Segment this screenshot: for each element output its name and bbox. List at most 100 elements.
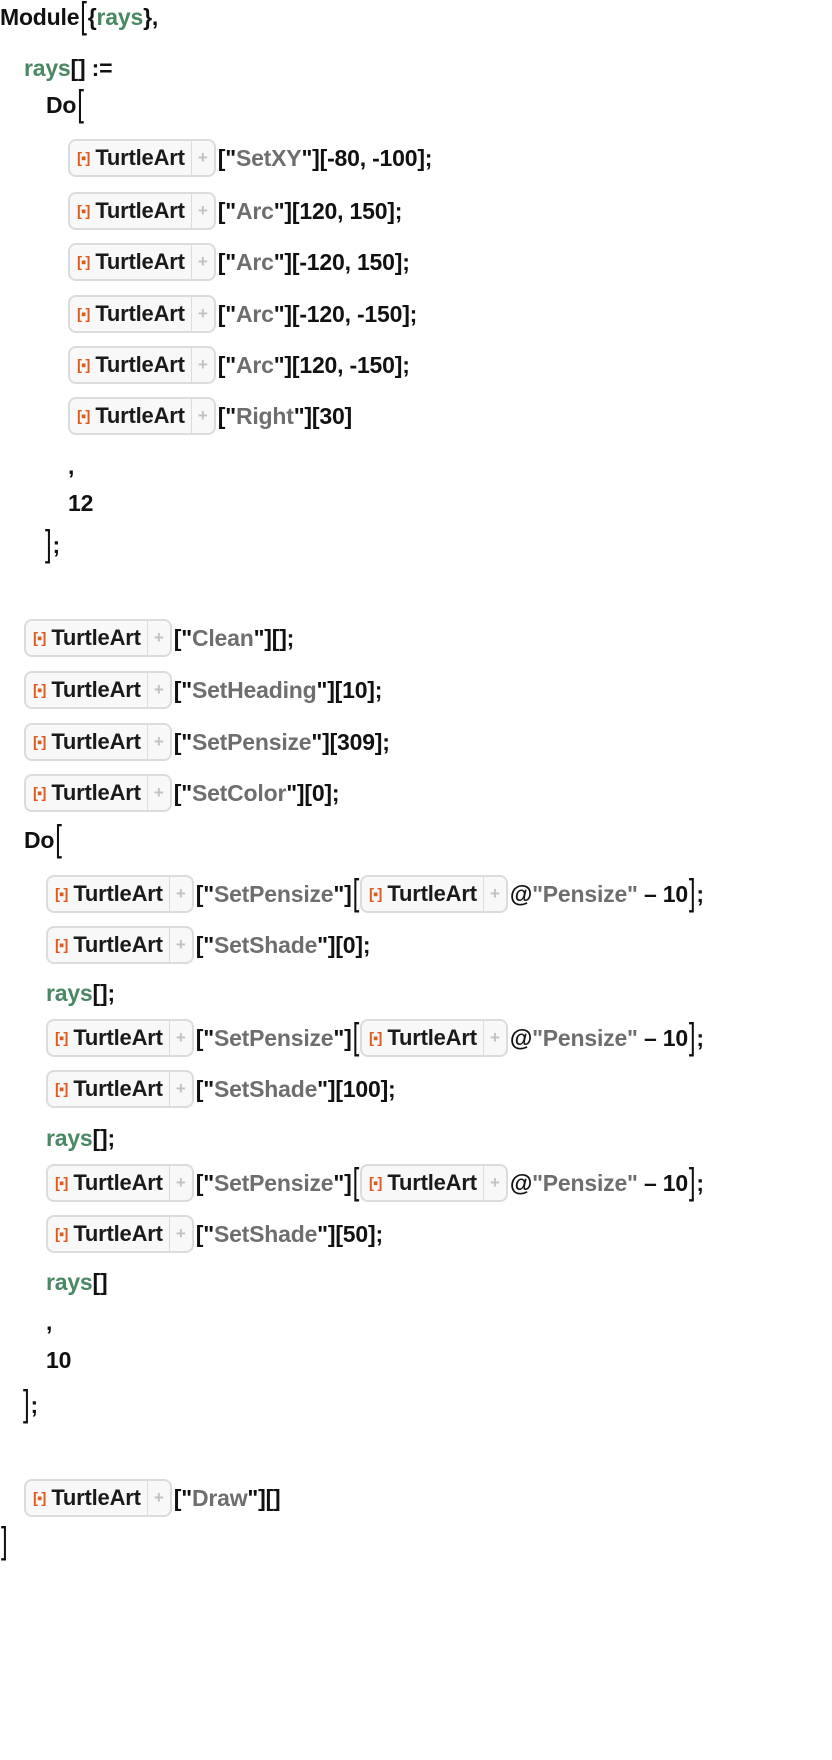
command-string: SetShade [213, 1220, 318, 1247]
turtleart-resource-button[interactable]: [▪]TurtleArt+ [68, 295, 216, 333]
turtleart-resource-button[interactable]: [▪]TurtleArt+ [360, 875, 508, 913]
command-string: Arc [235, 351, 274, 378]
turtleart-resource-button[interactable]: [▪]TurtleArt+ [46, 926, 194, 964]
resource-name: TurtleArt [73, 1076, 163, 1101]
resource-name: TurtleArt [51, 677, 141, 702]
turtleart-resource-button[interactable]: [▪] TurtleArt + [46, 1019, 194, 1057]
turtleart-resource-button[interactable]: [▪]TurtleArt+ [24, 723, 172, 761]
turtleart-resource-button[interactable]: [▪]TurtleArt+ [46, 1070, 194, 1108]
plus-icon[interactable]: + [197, 252, 208, 271]
turtleart-resource-button[interactable]: [▪] TurtleArt + [46, 1164, 194, 1202]
command-args: [30] [311, 402, 352, 429]
turtleart-resource-button[interactable]: [▪] TurtleArt + [46, 1215, 194, 1253]
plus-icon[interactable]: + [175, 884, 186, 903]
plus-icon[interactable]: + [489, 1028, 500, 1047]
rays-call: rays[]; [46, 1118, 115, 1158]
command-string: SetPensize [191, 728, 312, 755]
close-bracket: ] [1, 1520, 8, 1563]
resource-name: TurtleArt [73, 1170, 163, 1195]
comma: , [68, 452, 75, 479]
command-string: SetHeading [191, 676, 317, 703]
resource-object-icon: [▪] [77, 253, 90, 271]
set-shade-row: [▪]TurtleArt+["SetShade"][0]; [46, 925, 371, 965]
command-string: Draw [191, 1484, 248, 1511]
loop-comma: , [46, 1302, 52, 1342]
property-string: Pensize [542, 1169, 628, 1196]
plus-icon[interactable]: + [197, 304, 208, 323]
plus-icon[interactable]: + [489, 1173, 500, 1192]
plus-icon[interactable]: + [197, 406, 208, 425]
command-string: Arc [235, 300, 274, 327]
open-bracket: [ [77, 83, 84, 126]
loop-count: 10 [46, 1340, 71, 1380]
setup-command-row: [▪]TurtleArt+["SetPensize"][309]; [24, 722, 390, 762]
plus-icon[interactable]: + [197, 201, 208, 220]
comma: , [46, 1308, 53, 1335]
plus-icon[interactable]: + [175, 1079, 186, 1098]
resource-name: TurtleArt [387, 881, 477, 906]
minus-ten: – 10 [637, 880, 688, 907]
turtleart-resource-button[interactable]: [▪]TurtleArt+ [24, 619, 172, 657]
open-bracket: [ [55, 818, 62, 861]
setup-command-row: [▪]TurtleArt+["Clean"][]; [24, 618, 294, 658]
plus-icon[interactable]: + [153, 783, 164, 802]
command-args: [] [265, 1484, 281, 1511]
plus-icon[interactable]: + [153, 680, 164, 699]
resource-name: TurtleArt [73, 1221, 163, 1246]
local-var: rays [96, 3, 144, 30]
locals-open: { [87, 3, 97, 30]
resource-object-icon: [▪] [55, 1029, 68, 1047]
plus-icon[interactable]: + [153, 628, 164, 647]
turtleart-resource-button[interactable]: [▪]TurtleArt+ [46, 875, 194, 913]
module-close: ] [0, 1520, 8, 1563]
plus-icon[interactable]: + [153, 1488, 164, 1507]
close-bracket: ] [23, 1383, 30, 1426]
rays-call-name: rays [46, 979, 93, 1006]
do-close: ]; [44, 523, 60, 565]
turtleart-resource-button[interactable]: [▪] TurtleArt + [24, 671, 172, 709]
plus-icon[interactable]: + [197, 355, 208, 374]
plus-icon[interactable]: + [175, 1028, 186, 1047]
command-string: Arc [235, 248, 274, 275]
turtleart-resource-button[interactable]: [▪]TurtleArt+ [68, 192, 216, 230]
command-args: [50]; [335, 1220, 383, 1247]
turtleart-resource-button[interactable]: [▪]TurtleArt+ [68, 397, 216, 435]
command-args: [-120, -150]; [291, 300, 418, 327]
inner-command-row: [▪]TurtleArt+["SetXY"][-80, -100]; [68, 138, 432, 178]
plus-icon[interactable]: + [175, 1224, 186, 1243]
turtleart-resource-button[interactable]: [▪]TurtleArt+ [360, 1019, 508, 1057]
command-string: SetColor [191, 779, 287, 806]
command-string: Right [235, 402, 294, 429]
rays-call: rays[] [46, 1262, 108, 1302]
resource-object-icon: [▪] [55, 885, 68, 903]
command-string: Clean [191, 624, 254, 651]
module-line: Module [ { rays }, [0, 0, 158, 37]
turtleart-resource-button[interactable]: [▪]TurtleArt+ [68, 139, 216, 177]
turtleart-resource-button[interactable]: [▪]TurtleArt+ [68, 243, 216, 281]
plus-icon[interactable]: + [197, 148, 208, 167]
resource-object-icon: [▪] [77, 407, 90, 425]
resource-object-icon: [▪] [33, 784, 46, 802]
rays-call-tail: []; [92, 1124, 116, 1151]
resource-object-icon: [▪] [55, 1225, 68, 1243]
resource-name: TurtleArt [73, 1025, 163, 1050]
set-pensize-line: [▪]TurtleArt+["SetPensize"][[▪]TurtleArt… [46, 1161, 704, 1203]
resource-name: TurtleArt [387, 1170, 477, 1195]
plus-icon[interactable]: + [153, 732, 164, 751]
inner-command-row: [▪]TurtleArt+["Arc"][120, -150]; [68, 345, 410, 385]
plus-icon[interactable]: + [175, 935, 186, 954]
property-string: Pensize [542, 1024, 628, 1051]
command-args: [0]; [304, 779, 340, 806]
turtleart-resource-button[interactable]: [▪]TurtleArt + [24, 1479, 172, 1517]
rays-call-tail: []; [92, 979, 116, 1006]
resource-object-icon: [▪] [55, 1174, 68, 1192]
turtleart-resource-button[interactable]: [▪]TurtleArt+ [24, 774, 172, 812]
turtleart-resource-button[interactable]: [▪]TurtleArt+ [360, 1164, 508, 1202]
set-pensize-line: [▪]TurtleArt+["SetPensize"][[▪]TurtleArt… [46, 1016, 704, 1058]
plus-icon[interactable]: + [489, 884, 500, 903]
locals-close: }, [143, 3, 159, 30]
turtleart-resource-button[interactable]: [▪]TurtleArt+ [68, 346, 216, 384]
resource-object-icon: [▪] [33, 1489, 46, 1507]
plus-icon[interactable]: + [175, 1173, 186, 1192]
resource-object-icon: [▪] [33, 681, 46, 699]
